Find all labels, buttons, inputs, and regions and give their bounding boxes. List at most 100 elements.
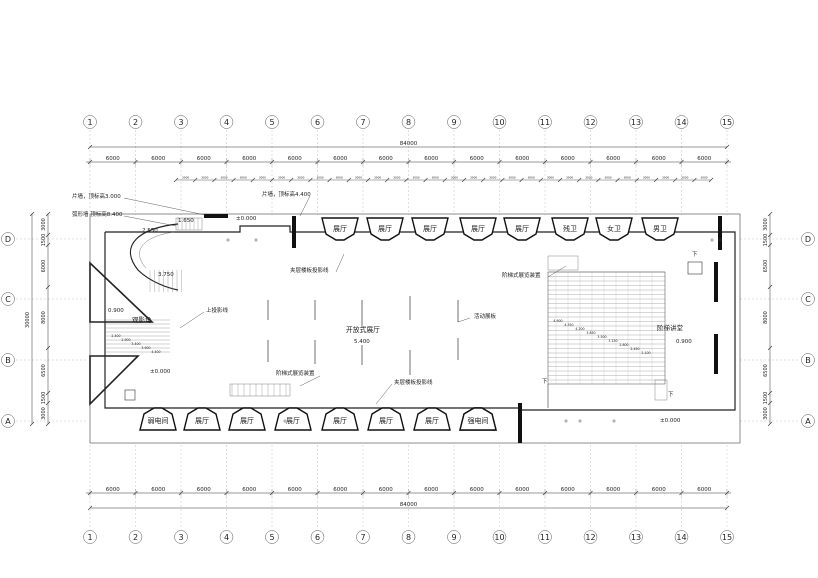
grid-bubble-label: 10 bbox=[494, 118, 504, 127]
dim-bay-label: 6000 bbox=[424, 156, 438, 162]
annotation-mezz-proj-bottom: 夹层楼板投影线 bbox=[394, 378, 433, 386]
grid-bubble-circle bbox=[629, 530, 643, 544]
room-label: 弱电间 bbox=[148, 416, 169, 425]
step-elev-label: 4.550 bbox=[564, 323, 573, 327]
dim-fine-label: 3000 bbox=[355, 176, 362, 180]
dim-vert-label: 1500 bbox=[763, 392, 769, 405]
leader-line bbox=[179, 311, 205, 329]
grid-bubble-circle bbox=[583, 530, 598, 544]
dim-tick bbox=[45, 390, 51, 396]
grid-bubble-circle bbox=[174, 115, 188, 129]
grid-bubble-top: 4 bbox=[219, 115, 234, 129]
grid-bubble-label: A bbox=[805, 417, 811, 426]
stair-elev-label: 3.400 bbox=[131, 342, 140, 346]
grid-bubble-top: 12 bbox=[583, 115, 598, 129]
room-wall bbox=[595, 217, 633, 241]
step-elev-label: 3.850 bbox=[586, 331, 595, 335]
dim-vert-label: 6500 bbox=[41, 364, 47, 377]
grid-bubble-bottom: 2 bbox=[128, 530, 143, 544]
room-label: 男卫 bbox=[653, 225, 667, 233]
grid-bubble-label: C bbox=[5, 295, 11, 304]
grid-bubble-right: D bbox=[801, 232, 815, 246]
dim-tick bbox=[519, 177, 524, 183]
room-wall bbox=[274, 407, 312, 431]
grid-bubble-label: C bbox=[805, 295, 811, 304]
annotation-step-lecture: 阶梯讲堂 bbox=[657, 323, 684, 332]
dim-bay-label: 6000 bbox=[197, 156, 211, 162]
dim-fine-label: 3000 bbox=[259, 176, 266, 180]
grid-bubble-top: 3 bbox=[174, 115, 188, 129]
grid-bubble-label: A bbox=[5, 417, 11, 426]
dim-tick bbox=[767, 284, 773, 290]
leader-line bbox=[123, 197, 206, 216]
dim-bay-label: 6000 bbox=[242, 156, 256, 162]
step-elev-label: 2.800 bbox=[619, 343, 628, 347]
grid-bubble-bottom: 8 bbox=[401, 530, 416, 544]
grid-bubble-bottom: 5 bbox=[265, 530, 279, 544]
grid-bubble-label: B bbox=[5, 356, 11, 365]
grid-bubble-label: 1 bbox=[87, 118, 92, 127]
grid-bubble-circle bbox=[310, 115, 325, 129]
annotation-step-seating-top: 阶梯式展览装置 bbox=[502, 271, 541, 279]
dim-bay-label: 6000 bbox=[379, 487, 393, 493]
dim-tick bbox=[87, 505, 93, 511]
exhibition-room: 展厅 bbox=[321, 407, 359, 431]
grid-bubble-circle bbox=[310, 530, 325, 544]
grid-bubble-bottom: 1 bbox=[83, 530, 97, 544]
grid-bubble-top: 8 bbox=[401, 115, 416, 129]
dim-tick bbox=[634, 177, 640, 183]
column bbox=[687, 261, 703, 275]
room-label: 展厅 bbox=[379, 417, 393, 425]
room-label: 女卫 bbox=[607, 224, 621, 233]
dim-fine-label: 3000 bbox=[508, 176, 515, 180]
dim-bay-label: 6000 bbox=[151, 156, 165, 162]
grid-bubble-label: 6 bbox=[315, 533, 320, 542]
room-wall bbox=[321, 407, 359, 431]
grid-bubble-label: 7 bbox=[360, 118, 365, 127]
grid-bubble-circle bbox=[583, 115, 598, 129]
dim-tick bbox=[212, 177, 217, 183]
dim-tick bbox=[672, 177, 678, 183]
dim-tick bbox=[767, 421, 773, 427]
grid-bubble-circle bbox=[1, 414, 15, 428]
annotation-down-2: 下 bbox=[542, 378, 548, 385]
room-label: 残卫 bbox=[563, 224, 577, 233]
dim-bay-label: 6000 bbox=[561, 487, 575, 493]
dim-vert-label: 8000 bbox=[41, 311, 47, 324]
grid-bubble-top: 5 bbox=[265, 115, 279, 129]
grid-bubble-bottom: 9 bbox=[447, 530, 461, 544]
annotation-step-seating-bottom: 阶梯式展览装置 bbox=[276, 369, 315, 377]
stair-elev-label: 3.900 bbox=[141, 346, 150, 350]
grid-bubble-circle bbox=[219, 115, 234, 129]
dim-bay-label: 6000 bbox=[197, 487, 211, 493]
grid-bubble-bottom: 15 bbox=[720, 530, 734, 544]
room-label: 展厅 bbox=[515, 225, 529, 233]
room-wall bbox=[139, 407, 177, 431]
grid-bubble-circle bbox=[538, 530, 552, 544]
grid-bubble-circle bbox=[801, 353, 815, 367]
annotation-wall1: 片墙，顶标高3.000 bbox=[72, 192, 121, 200]
dim-tick bbox=[365, 177, 371, 183]
leader-line bbox=[457, 317, 471, 323]
dim-tick bbox=[557, 177, 563, 183]
dim-tick bbox=[384, 177, 390, 183]
grid-bubble-bottom: 14 bbox=[674, 530, 689, 544]
wall-segment bbox=[204, 214, 228, 218]
dim-fine-label: 3000 bbox=[624, 176, 631, 180]
grid-bubble-bottom: 3 bbox=[174, 530, 188, 544]
dim-tick bbox=[45, 242, 51, 248]
dim-vert-label: 1500 bbox=[763, 234, 769, 247]
dim-vert-label: 6500 bbox=[763, 260, 769, 273]
dim-tick bbox=[615, 177, 620, 183]
dim-bay-label: 6000 bbox=[470, 156, 484, 162]
dim-bay-label: 6000 bbox=[697, 156, 711, 162]
grid-bubble-label: 11 bbox=[540, 118, 550, 127]
dim-tick bbox=[480, 177, 486, 183]
grid-bubble-left: C bbox=[1, 292, 15, 306]
grid-bubble-bottom: 11 bbox=[538, 530, 552, 544]
grid-bubble-label: 2 bbox=[133, 533, 138, 542]
dim-vert-label: 3000 bbox=[41, 407, 47, 420]
